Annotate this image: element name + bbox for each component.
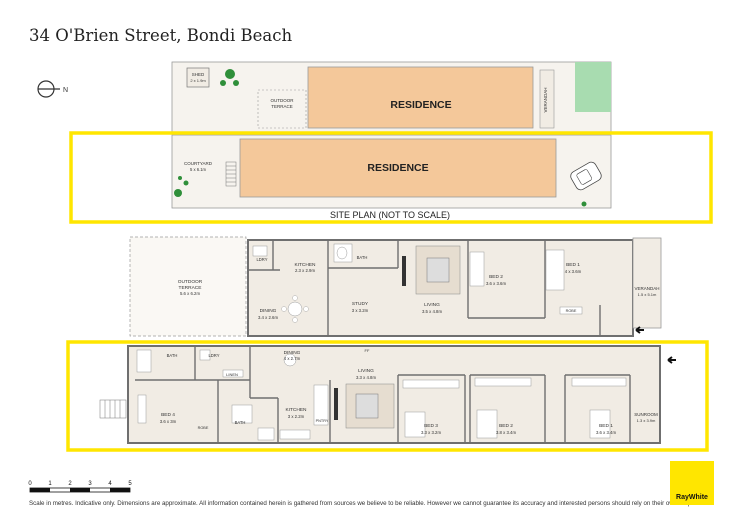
site-plan-label: SITE PLAN (NOT TO SCALE)	[330, 210, 450, 220]
scale-tick: 2	[68, 481, 72, 487]
site-plan: N RESIDENCE SHED 2 x 1.9m OUTDOOR TERRAC…	[37, 61, 713, 224]
upper-dining-label: DINING	[260, 308, 277, 314]
lower-sunroom-label: SUNROOM	[634, 412, 658, 417]
lower-living-label: LIVING	[358, 368, 374, 374]
scale-tick: 0	[28, 481, 32, 487]
upper-kitchen-dim: 2.3 x 2.9m	[295, 268, 315, 273]
lower-bed2-dim: 3.8 x 3.4m	[496, 430, 516, 435]
lower-bed4-dim: 3.6 x 3m	[160, 419, 177, 424]
lower-ldry-label: LDRY	[208, 353, 219, 358]
plant-icon	[174, 189, 182, 197]
lower-ff-label: FF	[365, 348, 370, 353]
scale-tick: 5	[128, 481, 132, 487]
shed-label: SHED	[192, 72, 205, 77]
verandah-site-label: VERANDAH	[543, 87, 548, 112]
plant-icon	[581, 201, 587, 207]
north-label: N	[63, 87, 68, 94]
logo-text: RayWhite	[676, 494, 708, 501]
upper-outdoor-label-2: TERRACE	[179, 285, 202, 291]
upper-dining-dim: 3.4 x 2.6m	[258, 315, 278, 320]
car-icon	[570, 161, 602, 191]
plant-icon	[183, 180, 189, 186]
upper-study-label: STUDY	[352, 301, 369, 307]
upper-verandah-label: VERANDAH	[634, 286, 659, 291]
lower-bed3-dim: 3.3 x 3.2m	[421, 430, 441, 435]
residence-main	[239, 138, 557, 198]
outdoor-terrace-label: OUTDOOR	[271, 98, 295, 103]
upper-kitchen-label: KITCHEN	[294, 262, 316, 268]
upper-study-dim: 3 x 3.2m	[352, 308, 369, 313]
dining-table	[287, 301, 303, 317]
outdoor-terrace-label-2: TERRACE	[271, 104, 293, 109]
upper-living-label: LIVING	[424, 302, 440, 308]
residence-top-label: RESIDENCE	[390, 99, 451, 111]
tree-icon	[233, 80, 239, 86]
lower-bed4-label: BED 4	[161, 412, 175, 418]
highlight-site	[69, 131, 713, 224]
lower-sunroom-dim: 1.3 x 3.9m	[637, 418, 656, 423]
shed-dim: 2 x 1.9m	[190, 78, 206, 83]
upper-bed2-dim: 3.6 x 3.6m	[486, 281, 506, 286]
upper-verandah-dim: 1.5 x 5.1m	[638, 292, 657, 297]
lower-bed1-label: BED 1	[599, 423, 613, 429]
entry-arrow-icon	[635, 326, 644, 334]
scale-bar: 0 1 2 3 4 5	[28, 481, 132, 493]
lower-bed3-label: BED 3	[424, 423, 438, 429]
lower-bath2-label: BATH	[235, 420, 246, 425]
lower-plan: BATH LDRY LINEN DINING 4 x 2.7m FF LIVIN…	[66, 340, 709, 452]
lower-robe-label: ROBE	[198, 426, 209, 430]
lower-dining-dim: 4 x 2.7m	[284, 356, 301, 361]
scale-tick: 1	[48, 481, 52, 487]
upper-bed1-label: BED 1	[566, 262, 580, 268]
scale-tick: 3	[88, 481, 92, 487]
residence-main-label: RESIDENCE	[367, 162, 428, 174]
lower-living-dim: 3.3 x 4.8m	[356, 375, 376, 380]
upper-ldry-label: LDRY	[256, 257, 267, 262]
plant-icon	[178, 176, 182, 180]
scale-tick: 4	[108, 481, 112, 487]
upper-outdoor-label: OUTDOOR	[178, 279, 203, 285]
lower-kitchen-dim: 3 x 2.2m	[288, 414, 305, 419]
lower-linen-label: LINEN	[226, 372, 238, 377]
outdoor-terrace	[129, 236, 247, 337]
courtyard-label: COURTYARD	[184, 161, 213, 166]
entry-arrow-icon	[667, 356, 676, 364]
shed	[186, 67, 210, 88]
page-title: 34 O'Brien Street, Bondi Beach	[29, 26, 293, 45]
lawn	[575, 62, 611, 112]
highlight-lower	[66, 340, 709, 452]
disclaimer: Scale in metres. Indicative only. Dimens…	[29, 500, 706, 507]
upper-robe-label: ROBE	[566, 309, 577, 313]
upper-plan: OUTDOOR TERRACE 5.6 x 6.2m	[129, 236, 662, 337]
upper-verandah	[632, 237, 662, 329]
raywhite-logo[interactable]: RayWhite	[670, 461, 714, 505]
upper-living-dim: 3.5 x 4.8m	[422, 309, 442, 314]
lower-dining-label: DINING	[284, 350, 301, 356]
lower-bed1-dim: 3.6 x 3.4m	[596, 430, 616, 435]
tree-icon	[220, 80, 226, 86]
upper-bed1-dim: 4 x 3.6m	[565, 269, 582, 274]
lower-bed2-label: BED 2	[499, 423, 513, 429]
upper-bed2-label: BED 2	[489, 274, 503, 280]
upper-bath-label: BATH	[357, 255, 368, 260]
lower-pantry-label: PNTRY	[316, 419, 329, 423]
residence-top	[307, 66, 534, 129]
courtyard-dim: 5 x 6.1m	[190, 167, 207, 172]
lower-bath-label: BATH	[167, 353, 178, 358]
upper-outdoor-dim: 5.6 x 6.2m	[180, 291, 200, 296]
lower-kitchen-label: KITCHEN	[285, 407, 307, 413]
tree-icon	[225, 69, 235, 79]
